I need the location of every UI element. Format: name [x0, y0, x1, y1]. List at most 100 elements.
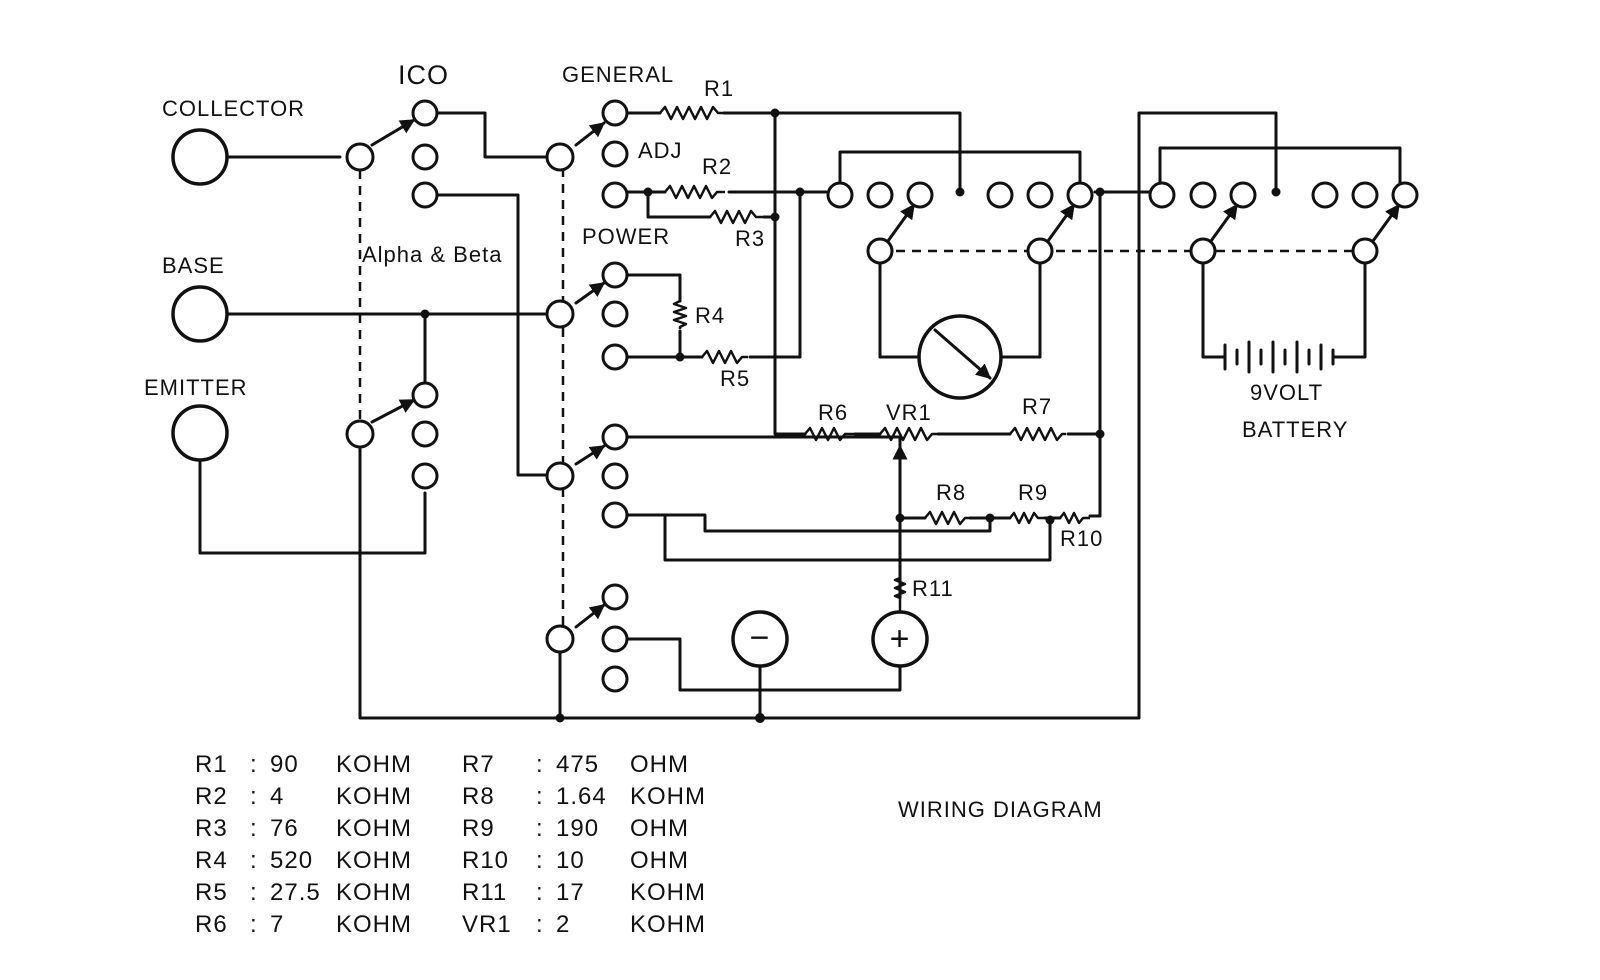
junction: [555, 713, 565, 723]
ico-switch-contact-1: [411, 99, 439, 127]
values-table-value: 90: [270, 751, 299, 778]
battery-switch-contact: [1391, 181, 1419, 209]
wires: [198, 111, 1402, 720]
collector-jack: [171, 128, 229, 186]
values-table-colon: :: [250, 847, 258, 874]
function-switch-contact: [601, 462, 629, 490]
emitter-switch-contact-2: [411, 420, 439, 448]
base-jack: [171, 285, 229, 343]
r1-label: R1: [704, 76, 734, 101]
resistor-r1: [659, 105, 726, 121]
values-table-unit: KOHM: [336, 879, 412, 906]
function-switch-pole-4: [545, 624, 575, 654]
values-table-value: 2: [556, 911, 570, 938]
r2-label: R2: [702, 154, 732, 179]
junction: [1045, 515, 1055, 525]
battery-switch-pole-2: [1351, 237, 1379, 265]
wire-meter-right: [1000, 249, 1042, 359]
values-table-colon: :: [250, 911, 258, 938]
ico-switch-arm: [370, 118, 416, 147]
battery-switch-contact: [1351, 181, 1379, 209]
adj-label: ADJ: [638, 138, 683, 163]
values-table-unit: OHM: [630, 847, 689, 874]
values-table-unit: KOHM: [336, 847, 412, 874]
wire-r4-top: [626, 273, 682, 303]
function-switch-arm-1: [574, 121, 606, 147]
junction: [795, 187, 805, 197]
values-table-id: R10: [462, 847, 509, 874]
values-table-value: 76: [270, 815, 299, 842]
values-table-value: 475: [556, 751, 599, 778]
meter-needle: [933, 328, 992, 380]
function-switch-contact: [601, 261, 629, 289]
resistor-r3: [709, 209, 764, 225]
wire-r5-right: [748, 190, 802, 359]
collector-label: COLLECTOR: [162, 96, 305, 121]
values-table-id: R6: [195, 911, 228, 938]
values-table-colon: :: [536, 879, 544, 906]
values-table-id: R2: [195, 783, 228, 810]
values-table-value: 27.5: [270, 879, 321, 906]
switches: [345, 99, 1419, 693]
junction: [985, 513, 995, 523]
resistor-r10: [1059, 511, 1090, 525]
resistor-r4: [672, 299, 688, 329]
function-switch-contact: [601, 625, 629, 653]
meter-switch-arm-1: [886, 203, 916, 243]
wire-r3-left: [646, 190, 712, 219]
meter-switch-contact: [1026, 181, 1054, 209]
function-switch-pole-1: [545, 142, 575, 172]
function-switch-contact: [601, 583, 629, 611]
junction: [1095, 187, 1105, 197]
values-table-unit: KOHM: [630, 911, 706, 938]
wire-r7-right: [1066, 190, 1102, 436]
junction: [1095, 429, 1105, 439]
minus-jack: [731, 610, 789, 668]
values-table-colon: :: [536, 815, 544, 842]
function-switch-contact: [601, 343, 629, 371]
values-table-id: R11: [462, 879, 507, 906]
values-table-value: 190: [556, 815, 599, 842]
r8-label: R8: [936, 480, 966, 505]
meter-switch-contact: [826, 181, 854, 209]
wire-bank2-top: [1158, 146, 1402, 194]
wire-ico-general: [435, 111, 547, 159]
alpha-beta-label: Alpha & Beta: [362, 242, 502, 267]
function-switch-contact: [601, 423, 629, 451]
wire-battery-left: [1201, 249, 1227, 359]
junction: [895, 513, 905, 523]
emitter-label: EMITTER: [144, 375, 248, 400]
ico-label: ICO: [398, 60, 449, 90]
resistor-r8: [924, 510, 970, 526]
meter-switch-contact: [1066, 181, 1094, 209]
values-table-id: VR1: [462, 911, 512, 938]
resistors: [659, 105, 1090, 612]
battery-switch-pole-1: [1189, 237, 1217, 265]
function-switch-contact-adj: [601, 140, 629, 168]
plus-sign: +: [890, 620, 911, 658]
labels: COLLECTOR BASE EMITTER ICO GENERAL ADJ P…: [144, 60, 1347, 822]
values-table-value: 1.64: [556, 783, 607, 810]
emitter-switch-contact-1: [411, 381, 439, 409]
wire-common: [358, 111, 1278, 720]
diagram-title: WIRING DIAGRAM: [898, 797, 1103, 822]
meter: [917, 314, 1003, 400]
function-switch-pole-3: [545, 461, 575, 491]
junction: [770, 212, 780, 222]
function-switch-contact: [601, 665, 629, 693]
values-table-id: R7: [462, 751, 495, 778]
values-table-unit: KOHM: [630, 783, 706, 810]
function-switch-arm-3: [574, 444, 606, 466]
r3-label: R3: [735, 226, 765, 251]
values-table-value: 520: [270, 847, 313, 874]
battery-switch-contact: [1311, 181, 1339, 209]
resistor-r6: [804, 426, 855, 442]
wire-lower-top: [626, 435, 902, 450]
r4-label: R4: [695, 303, 725, 328]
meter-switch-contact: [866, 181, 894, 209]
r5-label: R5: [720, 366, 750, 391]
values-table-unit: OHM: [630, 815, 689, 842]
values-table-colon: :: [536, 847, 544, 874]
values-table-id: R9: [462, 815, 495, 842]
vr1-label: VR1: [886, 400, 932, 425]
